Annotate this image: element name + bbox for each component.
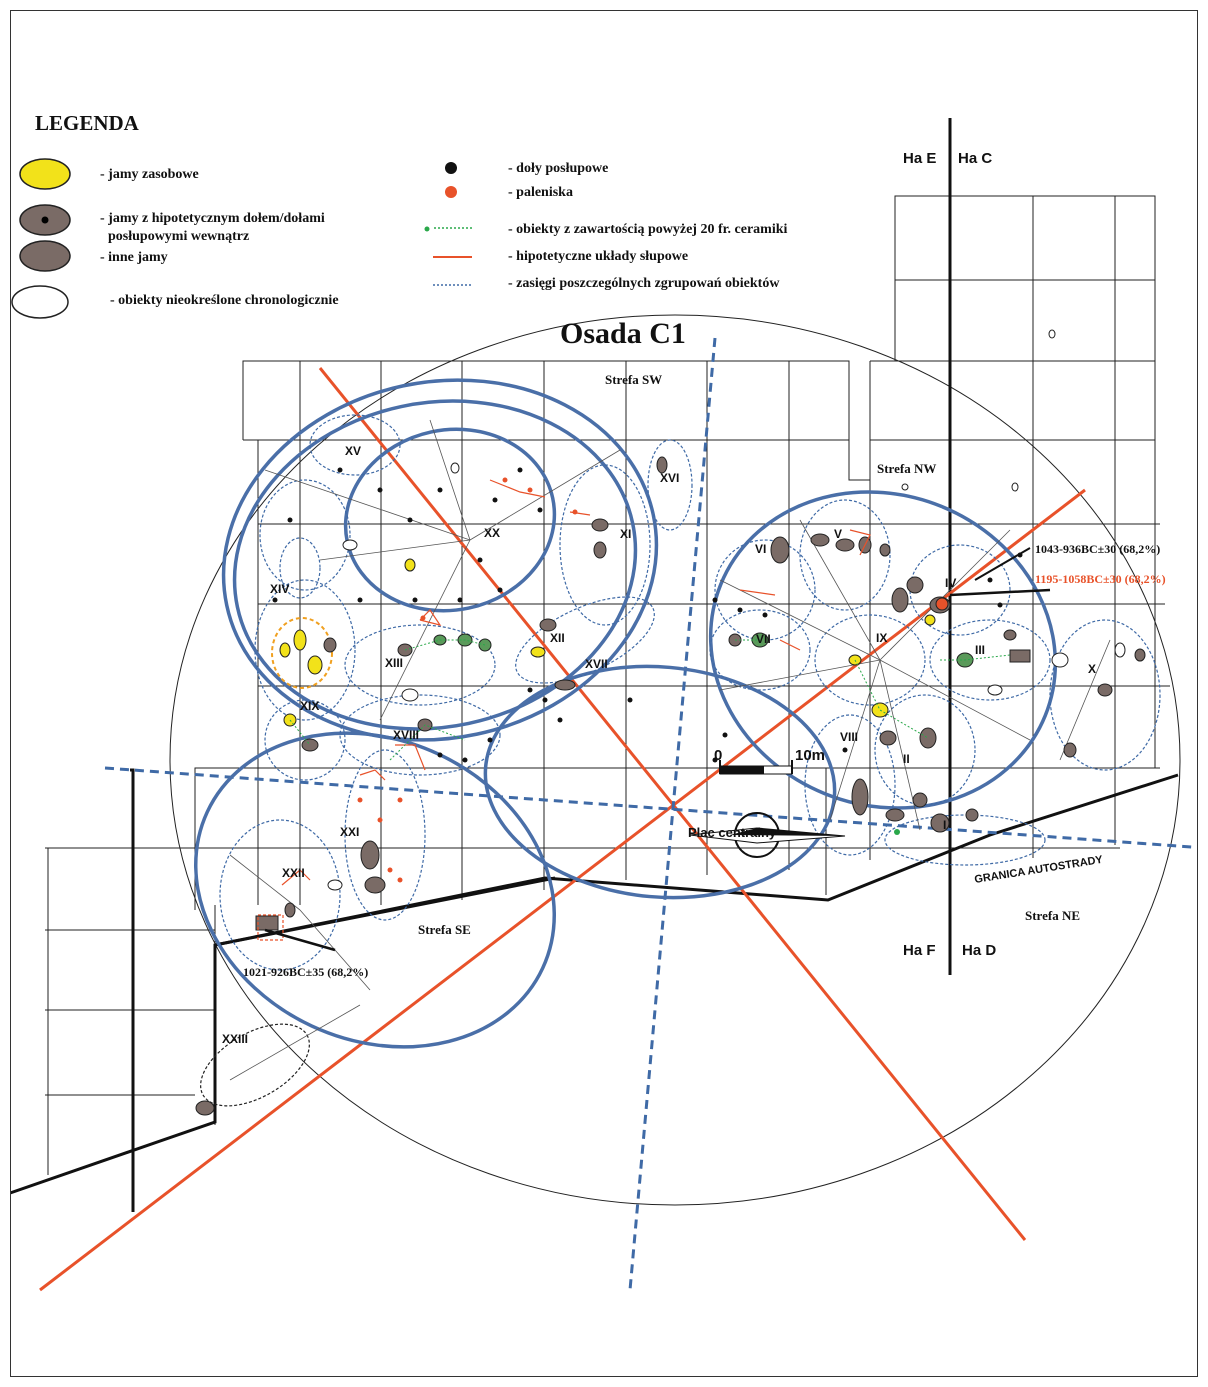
map-title: Osada C1	[560, 317, 686, 350]
zone-label-se: Strefa SE	[418, 922, 471, 937]
group-label-iii: III	[975, 643, 985, 657]
date-pointer-2	[974, 547, 1031, 581]
group-label-iv: IV	[945, 576, 956, 590]
hearths	[357, 477, 578, 883]
zone-divider-vertical	[628, 337, 717, 1291]
post-hole-icon	[445, 162, 457, 174]
group-label-xii: XII	[550, 631, 565, 645]
group-label-xxi: XXI	[340, 825, 359, 839]
yellow-pit-icon	[19, 158, 71, 190]
legend-item-storage-pits: - jamy zasobowe	[100, 167, 199, 182]
group-label-xv: XV	[345, 444, 361, 458]
map-frame	[10, 10, 1198, 1377]
group-label-xix: XIX	[300, 699, 319, 713]
legend-item-ceramics: - obiekty z zawartością powyżej 20 fr. c…	[508, 222, 788, 237]
group-label-ii: II	[903, 752, 910, 766]
group-label-vii: VII	[756, 632, 771, 646]
undated-objects	[327, 329, 1126, 891]
highway-boundary-line	[11, 773, 1179, 1195]
group-labels: XV XVI XX XI XIV XII XIII XVII XIX XVIII…	[222, 444, 1096, 1046]
group-label-x: X	[1088, 662, 1096, 676]
legend-item-pits-posts-line2: posłupowymi wewnątrz	[108, 229, 249, 244]
hearth-icon	[445, 186, 457, 198]
group-label-xx: XX	[484, 526, 500, 540]
other-pit-icon	[19, 240, 71, 272]
group-label-xiv: XIV	[270, 582, 289, 596]
pits	[195, 456, 1146, 1116]
legend-item-pits-posts: - jamy z hipotetycznym dołem/dołami	[100, 211, 325, 226]
post-holes	[272, 467, 1023, 763]
group-label-v: V	[834, 527, 842, 541]
legend-item-other-pits: - inne jamy	[100, 250, 168, 265]
group-label-xxiii: XXIII	[222, 1032, 248, 1046]
quadrant-label-ha-c: Ha C	[958, 150, 992, 167]
highway-label: GRANICA AUTOSTRADY	[974, 854, 1105, 886]
date-pointer-1	[949, 588, 1051, 597]
legend: LEGENDA - jamy zasobowe - jamy z hipotet…	[11, 111, 788, 319]
legend-title: LEGENDA	[35, 111, 140, 135]
date-label-2: 1195-1058BC±30 (68,2%)	[1035, 572, 1166, 586]
quadrant-label-ha-e: Ha E	[903, 150, 936, 167]
zone-label-ne: Strefa NE	[1025, 908, 1080, 923]
legend-item-undated: - obiekty nieokreślone chronologicznie	[110, 293, 339, 308]
group-label-viii: VIII	[840, 730, 858, 744]
quadrant-label-ha-f: Ha F	[903, 942, 936, 959]
ceramics-marker	[894, 829, 900, 835]
date-label-3: 1021-926BC±35 (68,2%)	[243, 965, 368, 979]
group-label-ix: IX	[876, 631, 887, 645]
group-label-xvii: XVII	[585, 657, 608, 671]
date-pointer-3	[264, 928, 336, 952]
storage-cluster-range	[271, 617, 333, 689]
group-label-xxii: XXII	[282, 866, 305, 880]
group-label-xi: XI	[620, 527, 631, 541]
sub-group-ranges	[219, 414, 1161, 971]
quadrant-axis-left	[130, 768, 135, 1212]
scale-end-label: 10m	[795, 747, 825, 764]
group-label-xviii: XVIII	[393, 728, 419, 742]
post-layouts	[257, 479, 871, 941]
post-layout-axis-2	[39, 488, 1086, 1292]
zone-label-sw: Strefa SW	[605, 372, 662, 387]
group-label-i: I	[943, 818, 946, 832]
radial-lines	[229, 419, 1111, 1081]
scale-start-label: 0	[714, 747, 722, 764]
quadrant-label-ha-d: Ha D	[962, 942, 996, 959]
north-arrow-icon	[689, 812, 846, 858]
group-xxiii-range	[200, 1023, 310, 1107]
legend-item-group-ranges: - zasięgi poszczególnych zgrupowań obiek…	[508, 276, 780, 291]
undated-object-icon	[11, 285, 69, 319]
legend-item-post-layouts: - hipotetyczne układy słupowe	[508, 249, 688, 264]
legend-item-hearths: - paleniska	[508, 185, 573, 200]
post-dot	[41, 216, 49, 224]
site-boundary	[169, 314, 1181, 1206]
legend-item-post-holes: - doły posłupowe	[508, 161, 608, 176]
zone-label-central-square: Plac centralny	[688, 825, 777, 840]
group-label-vi: VI	[755, 542, 766, 556]
scale-bar	[719, 760, 793, 775]
ceramics-dot	[424, 226, 430, 232]
zone-divider-horizontal	[104, 766, 1197, 849]
group-label-xvi: XVI	[660, 471, 679, 485]
ceramics-links	[289, 639, 1011, 761]
group-label-xiii: XIII	[385, 656, 403, 670]
zone-label-nw: Strefa NW	[877, 461, 936, 476]
date-label-1: 1043-936BC±30 (68,2%)	[1035, 542, 1160, 556]
